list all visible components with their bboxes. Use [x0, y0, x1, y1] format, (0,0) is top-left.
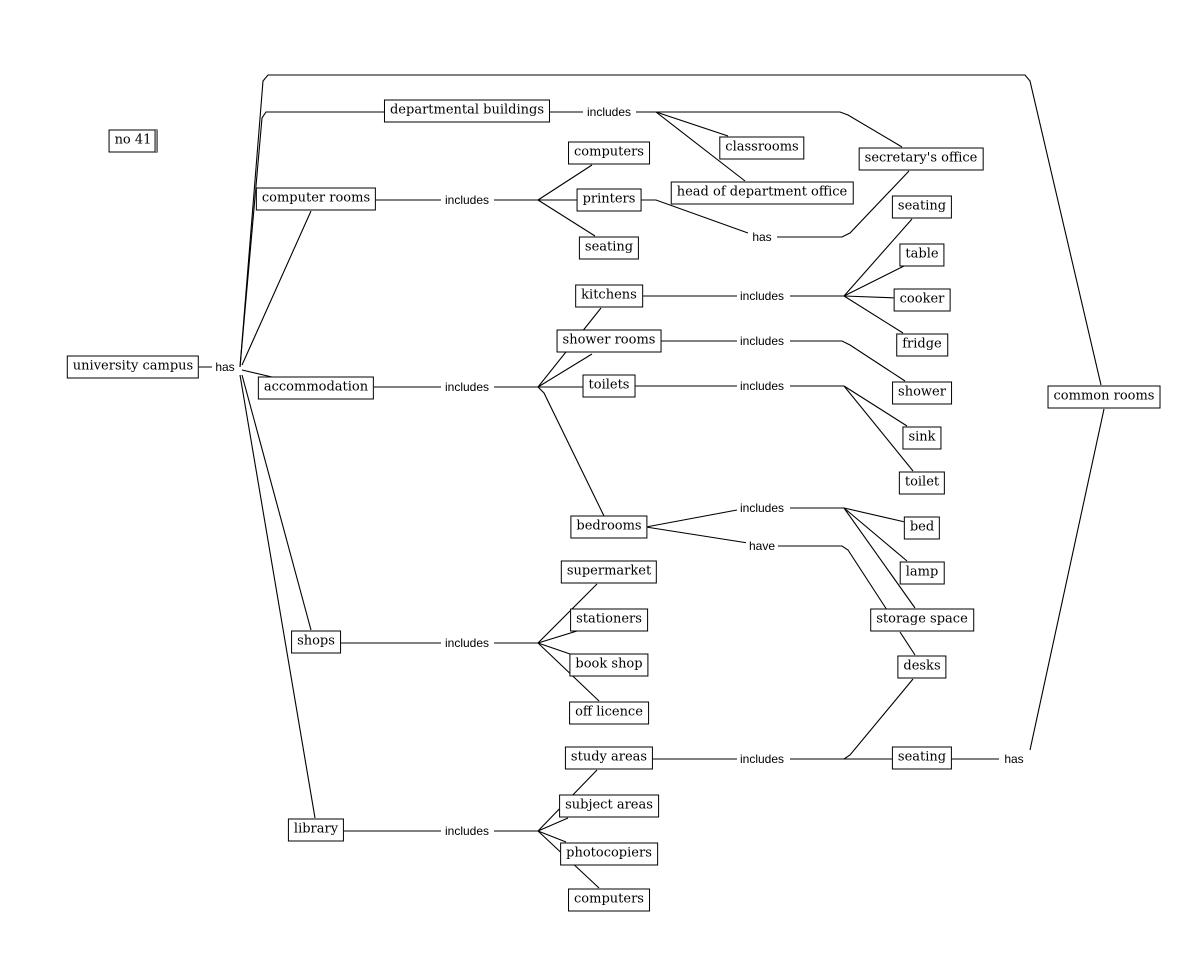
- node-computer-rooms[interactable]: computer rooms: [255, 187, 377, 211]
- link-line-has-to-dept: [239, 111, 397, 368]
- link-line-bedrooms-to-includes: [645, 509, 738, 528]
- link-label-toilets-includes[interactable]: includes: [736, 379, 788, 393]
- link-line-has-to-common-top: [239, 74, 1102, 386]
- link-line-kitchens-hub-to-table: [843, 265, 905, 297]
- node-university-campus[interactable]: university campus: [66, 355, 200, 379]
- link-line-bedrooms-hub-to-bed: [843, 507, 906, 523]
- node-secretarys-office[interactable]: secretary's office: [858, 147, 984, 171]
- link-line-lib-hub-to-photocopiers: [537, 830, 567, 843]
- link-label-accommodation-includes[interactable]: includes: [441, 380, 493, 394]
- link-line-has-to-shops: [241, 374, 312, 631]
- map-title[interactable]: no 41: [108, 129, 158, 153]
- link-line-printers-has-to-secretary: [777, 170, 910, 238]
- node-computers-library[interactable]: computers: [568, 888, 650, 912]
- node-subject-areas[interactable]: subject areas: [559, 794, 659, 818]
- node-lamp[interactable]: lamp: [899, 561, 945, 585]
- link-line-kitchens-hub-to-fridge: [843, 295, 904, 334]
- link-label-computer-rooms-includes[interactable]: includes: [441, 193, 493, 207]
- node-toilets[interactable]: toilets: [582, 374, 636, 398]
- link-line-cr-hub-to-computers: [537, 164, 593, 201]
- link-label-printers-has[interactable]: has: [749, 230, 775, 244]
- link-line-toilets-hub-to-sink: [843, 385, 908, 427]
- link-line-study-hub-to-desks: [843, 678, 914, 760]
- link-line-has-to-library: [239, 374, 316, 819]
- node-table[interactable]: table: [899, 243, 945, 267]
- node-seating-kitchens[interactable]: seating: [891, 195, 953, 219]
- link-line-accom-hub-to-bedrooms: [537, 386, 605, 517]
- node-accommodation[interactable]: accommodation: [257, 376, 375, 400]
- node-toilet[interactable]: toilet: [898, 471, 946, 495]
- link-line-dept-includes-to-classrooms: [655, 111, 729, 137]
- link-label-seating-has[interactable]: has: [1001, 752, 1027, 766]
- link-label-library-includes[interactable]: includes: [441, 824, 493, 838]
- node-desks[interactable]: desks: [897, 655, 947, 679]
- link-line-toilets-hub-to-toilet: [843, 385, 914, 472]
- node-head-of-department-office[interactable]: head of department office: [670, 181, 854, 205]
- node-cooker[interactable]: cooker: [893, 288, 951, 312]
- link-line-storage-to-desks: [899, 631, 916, 656]
- link-line-has-to-computer-rooms: [241, 210, 312, 366]
- node-computers-computer-rooms[interactable]: computers: [568, 141, 650, 165]
- link-line-has-to-accommodation: [241, 369, 273, 378]
- link-line-have-to-storage: [777, 545, 888, 611]
- node-seating-study-areas[interactable]: seating: [891, 746, 953, 770]
- link-line-cr-hub-to-seating: [537, 199, 596, 237]
- link-line-dept-includes-to-head: [655, 111, 746, 182]
- node-supermarket[interactable]: supermarket: [560, 560, 658, 584]
- link-line-kitchens-hub-to-seating: [843, 218, 913, 297]
- link-label-campus-has[interactable]: has: [212, 360, 238, 374]
- node-study-areas[interactable]: study areas: [564, 746, 654, 770]
- node-shower-rooms[interactable]: shower rooms: [556, 329, 662, 353]
- node-library[interactable]: library: [287, 818, 345, 842]
- link-line-dept-includes-to-secretary: [636, 111, 903, 148]
- link-line-shops-hub-to-off-licence: [537, 642, 600, 702]
- node-sink[interactable]: sink: [902, 426, 942, 450]
- node-bed[interactable]: bed: [903, 516, 941, 540]
- link-line-printers-to-has: [636, 199, 749, 234]
- link-line-shower-rooms-includes-to-shower: [790, 340, 906, 382]
- link-label-bedrooms-have[interactable]: have: [745, 539, 779, 553]
- node-printers[interactable]: printers: [576, 188, 642, 212]
- link-line-lib-hub-to-subject: [537, 817, 569, 832]
- node-storage-space[interactable]: storage space: [870, 608, 974, 632]
- link-line-accom-hub-to-shower-rooms: [537, 353, 593, 388]
- node-classrooms[interactable]: classrooms: [719, 136, 805, 160]
- node-common-rooms[interactable]: common rooms: [1047, 385, 1161, 409]
- node-departmental-buildings[interactable]: departmental buildings: [383, 99, 551, 123]
- link-line-shops-hub-to-book-shop: [537, 642, 574, 656]
- link-line-bedrooms-hub-to-lamp: [843, 507, 908, 562]
- node-seating-computer-rooms[interactable]: seating: [578, 236, 640, 260]
- node-photocopiers[interactable]: photocopiers: [560, 842, 658, 866]
- link-label-bedrooms-includes[interactable]: includes: [736, 501, 788, 515]
- link-line-shops-hub-to-supermarket: [537, 583, 598, 644]
- node-stationers[interactable]: stationers: [570, 608, 648, 632]
- link-label-dept-includes[interactable]: includes: [583, 105, 635, 119]
- link-label-kitchens-includes[interactable]: includes: [736, 289, 788, 303]
- link-label-shower-rooms-includes[interactable]: includes: [736, 334, 788, 348]
- node-shower[interactable]: shower: [892, 381, 952, 405]
- node-shops[interactable]: shops: [291, 630, 341, 654]
- link-label-study-areas-includes[interactable]: includes: [736, 752, 788, 766]
- link-line-bedrooms-hub-to-storage: [843, 507, 916, 609]
- link-line-seating-has-to-common: [1029, 408, 1105, 751]
- node-book-shop[interactable]: book shop: [569, 653, 649, 677]
- node-bedrooms[interactable]: bedrooms: [570, 515, 648, 539]
- node-off-licence[interactable]: off licence: [569, 701, 649, 725]
- node-fridge[interactable]: fridge: [896, 333, 948, 357]
- node-kitchens[interactable]: kitchens: [575, 284, 643, 308]
- link-label-shops-includes[interactable]: includes: [441, 636, 493, 650]
- link-line-kitchens-hub-to-cooker: [843, 295, 898, 299]
- link-line-bedrooms-to-have: [645, 526, 749, 544]
- link-line-shops-hub-to-stationers: [537, 630, 578, 644]
